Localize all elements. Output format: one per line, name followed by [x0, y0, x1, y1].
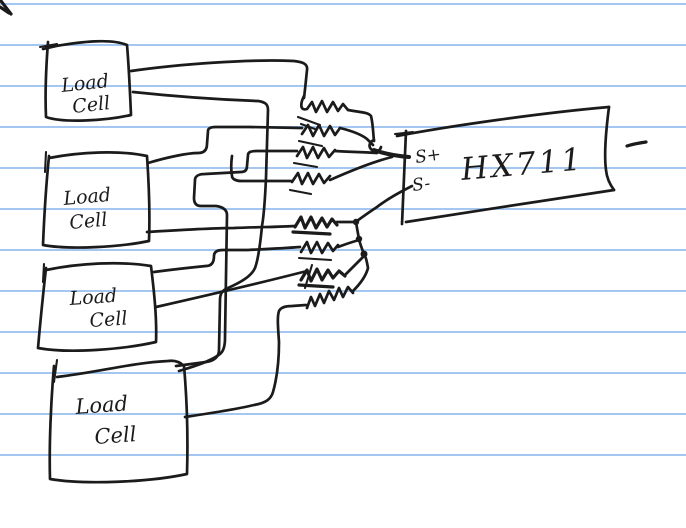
load-cell-4-label-line1: Load — [74, 391, 129, 419]
load-cell-1-label-line1: Load — [59, 70, 110, 97]
wire-resistor6-to-sminus — [336, 238, 361, 249]
resistor-6 — [297, 240, 340, 262]
pin-label-s-plus: S+ — [414, 145, 442, 168]
wire-loadcell2-top — [146, 125, 304, 165]
resistor-8 — [305, 285, 355, 310]
resistor-5 — [291, 215, 339, 236]
wire-resistor4-to-splus — [328, 155, 394, 182]
load-cell-2-label-line1: Load — [62, 184, 112, 210]
junction-dot — [352, 218, 360, 226]
wire-resistor7-to-sminus — [344, 254, 366, 276]
junction-dot — [360, 250, 368, 258]
wire-loadcell1-bottom-long-vertical — [131, 90, 270, 368]
load-cell-1-label-line2: Cell — [71, 92, 111, 118]
resistor-2 — [297, 123, 342, 148]
hx711-label: HX711 — [459, 141, 586, 188]
resistor-7 — [297, 263, 347, 290]
load-cell-2-box — [41, 150, 151, 249]
wire-sminus-bus — [355, 184, 414, 223]
wire-loadcell4-scurve — [183, 303, 308, 419]
hx711-box — [393, 105, 616, 226]
resistor-4 — [288, 171, 332, 196]
load-cell-3-label-line1: Load — [68, 285, 118, 310]
wire-loadcell4-riser — [177, 149, 299, 373]
load-cell-2-label-line2: Cell — [69, 209, 109, 234]
load-cell-4-box — [48, 358, 189, 484]
wire-resistor4-feeder — [229, 154, 293, 183]
load-cell-1-box — [38, 39, 133, 122]
resistor-1 — [296, 94, 350, 131]
wire-resistor8-to-sminus — [351, 254, 370, 293]
wire-loadcell3-top — [152, 245, 302, 274]
wire-resistor1-to-splus — [346, 108, 376, 143]
load-cell-3-box — [36, 261, 158, 352]
junction-dot — [355, 235, 363, 243]
resistor-3 — [292, 145, 337, 169]
load-cell-3-label-line2: Cell — [89, 307, 128, 332]
pin-label-s-minus: S- — [411, 174, 432, 196]
splus-junction-knot — [368, 138, 411, 159]
wire-loadcell3-bottom-diagonal — [154, 269, 309, 309]
dash-mark — [625, 140, 648, 148]
wire-resistor2-to-splus — [338, 126, 375, 147]
corner-pen-mark — [0, 0, 13, 16]
wire-resistor3-to-splus — [333, 149, 379, 155]
wire-loadcell1-top — [129, 59, 309, 100]
load-cell-4-label-line2: Cell — [94, 422, 138, 449]
wire-loadcell2-bottom — [145, 224, 297, 234]
